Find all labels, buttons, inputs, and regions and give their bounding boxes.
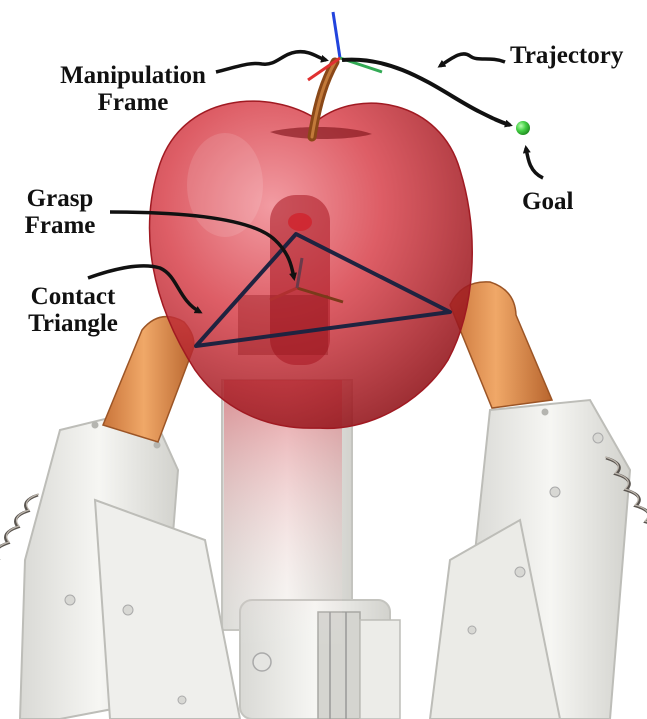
apple bbox=[150, 101, 473, 428]
trajectory-label: Trajectory bbox=[510, 42, 623, 69]
manipulation-frame-label-line2: Frame bbox=[48, 89, 218, 116]
grasp-frame-label: Grasp Frame bbox=[10, 185, 110, 239]
contact-triangle-label-line2: Triangle bbox=[18, 310, 128, 337]
manipulation-frame-label: Manipulation Frame bbox=[48, 62, 218, 116]
contact-triangle-label-line1: Contact bbox=[18, 283, 128, 310]
robot-left-finger bbox=[20, 408, 240, 719]
goal-label: Goal bbox=[522, 188, 573, 215]
manipulation-frame-label-line1: Manipulation bbox=[48, 62, 218, 89]
frame-axes-icon bbox=[308, 12, 382, 80]
goal-sphere-icon bbox=[516, 121, 530, 135]
grasp-frame-label-line1: Grasp bbox=[10, 185, 110, 212]
contact-triangle-label: Contact Triangle bbox=[18, 283, 128, 337]
grasp-frame-label-line2: Frame bbox=[10, 212, 110, 239]
robot-right-finger bbox=[430, 400, 630, 719]
